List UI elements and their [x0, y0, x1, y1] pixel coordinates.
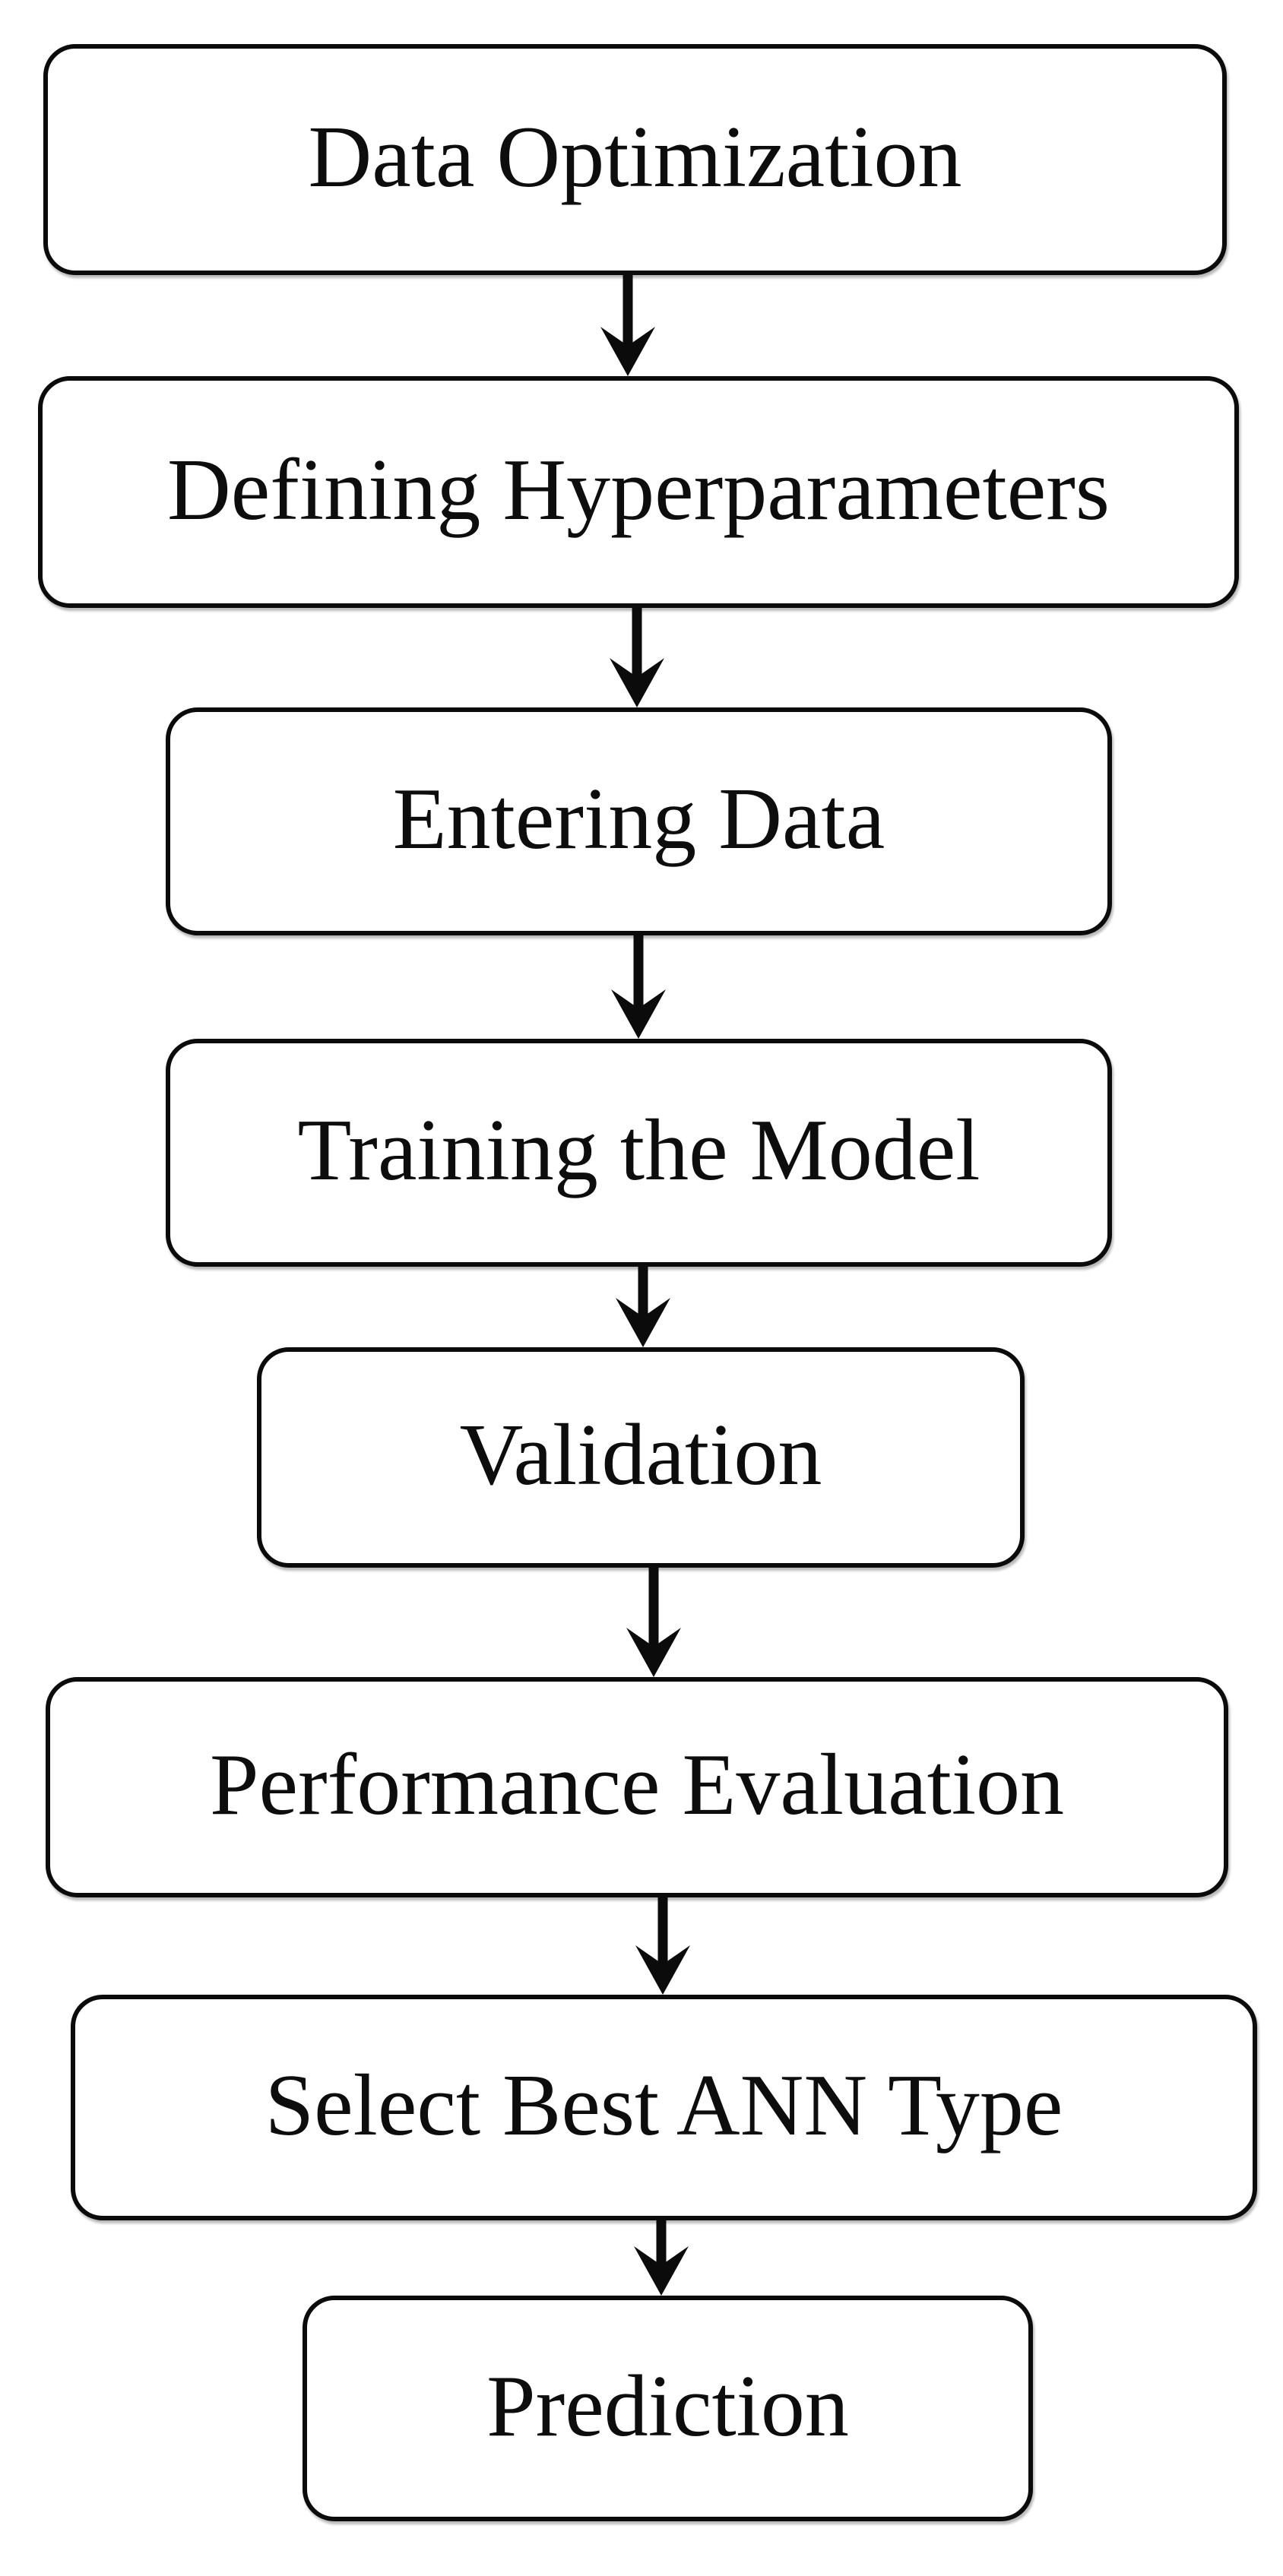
flow-step-training-the-model: Training the Model — [166, 1039, 1112, 1267]
flow-step-defining-hyperparameters: Defining Hyperparameters — [38, 376, 1239, 608]
flow-step-label: Entering Data — [392, 771, 885, 868]
down-arrow-icon — [626, 1568, 681, 1677]
down-arrow-icon — [600, 275, 655, 376]
flow-step-label: Performance Evaluation — [209, 1736, 1065, 1834]
flow-step-label: Select Best ANN Type — [265, 2056, 1063, 2154]
flow-step-performance-evaluation: Performance Evaluation — [46, 1677, 1228, 1897]
down-arrow-icon — [616, 1267, 670, 1347]
down-arrow-icon — [635, 1897, 690, 1995]
down-arrow-icon — [611, 935, 666, 1039]
down-arrow-icon — [634, 2220, 689, 2296]
down-arrow-icon — [610, 608, 664, 707]
flow-step-label: Validation — [459, 1407, 822, 1504]
flow-step-prediction: Prediction — [303, 2296, 1033, 2521]
flow-step-entering-data: Entering Data — [166, 707, 1112, 935]
flow-step-validation: Validation — [257, 1347, 1025, 1568]
flow-step-label: Training the Model — [297, 1102, 980, 1199]
flow-step-label: Prediction — [486, 2357, 849, 2455]
flow-step-label: Defining Hyperparameters — [166, 441, 1110, 539]
flow-step-label: Data Optimization — [308, 109, 962, 206]
flow-step-data-optimization: Data Optimization — [43, 44, 1227, 275]
flow-step-select-best-ann-type: Select Best ANN Type — [71, 1995, 1257, 2220]
